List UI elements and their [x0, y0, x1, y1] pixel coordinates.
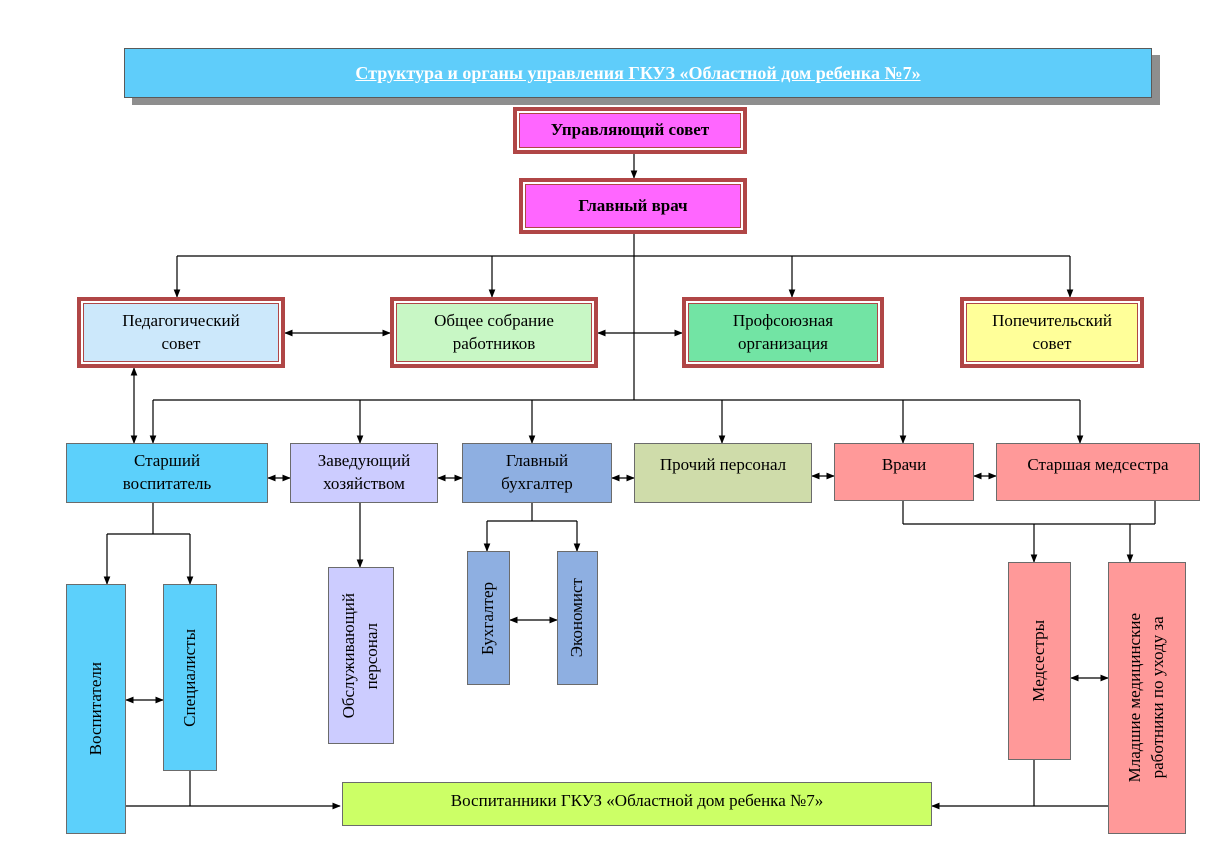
housekeeper-line-1: Заведующий [317, 451, 411, 471]
educators-box: Воспитатели [66, 584, 126, 834]
chief-accountant-line-2: бухгалтер [501, 474, 573, 493]
housekeeper-box: Заведующий хозяйством [290, 443, 438, 503]
junior-staff-line-1: Младшие медицинские [1125, 613, 1145, 783]
doctors-box: Врачи [834, 443, 974, 501]
trustee-council-box: Попечительский совет [960, 297, 1144, 368]
general-meeting-line-2: работников [452, 333, 536, 353]
housekeeper-line-2: хозяйством [323, 474, 405, 493]
union-line-2: организация [738, 333, 828, 353]
chief-doctor-label: Главный врач [578, 195, 688, 215]
senior-educator-box: Старший воспитатель [66, 443, 268, 503]
nurses-box: Медсестры [1008, 562, 1071, 760]
educators-label: Воспитатели [85, 662, 105, 756]
head-nurse-label: Старшая медсестра [1027, 455, 1169, 474]
service-staff-line-1: Обслуживающий [339, 592, 359, 719]
ped-council-line-1: Педагогический [122, 310, 240, 330]
pupils-box: Воспитанники ГКУЗ «Областной дом ребенка… [342, 782, 932, 826]
senior-educator-line-1: Старший [133, 451, 201, 471]
other-staff-box: Прочий персонал [634, 443, 812, 503]
other-staff-label: Прочий персонал [659, 455, 787, 474]
head-nurse-box: Старшая медсестра [996, 443, 1200, 501]
chart-title: Структура и органы управления ГКУЗ «Обла… [355, 62, 921, 83]
chief-doctor-box: Главный врач [519, 178, 747, 234]
accountant-box: Бухгалтер [467, 551, 510, 685]
accountant-label: Бухгалтер [478, 581, 498, 655]
ped-council-line-2: совет [161, 333, 201, 353]
chart-title-box: Структура и органы управления ГКУЗ «Обла… [124, 48, 1152, 98]
board-box: Управляющий совет [513, 107, 747, 154]
economist-label: Экономист [567, 578, 587, 658]
trustee-council-line-1: Попечительский [992, 310, 1112, 330]
service-staff-line-2: персонал [362, 622, 381, 689]
doctors-label: Врачи [881, 455, 927, 474]
service-staff-box: Обслуживающий персонал [328, 567, 394, 744]
trustee-council-line-2: совет [1032, 333, 1072, 353]
nurses-label: Медсестры [1029, 620, 1049, 702]
chief-accountant-box: Главный бухгалтер [462, 443, 612, 503]
senior-educator-line-2: воспитатель [122, 474, 212, 493]
union-line-1: Профсоюзная [732, 310, 834, 330]
general-meeting-box: Общее собрание работников [390, 297, 598, 368]
union-box: Профсоюзная организация [682, 297, 884, 368]
junior-staff-line-2: работники по уходу за [1148, 616, 1167, 780]
general-meeting-line-1: Общее собрание [434, 310, 554, 330]
ped-council-box: Педагогический совет [77, 297, 285, 368]
pupils-label: Воспитанники ГКУЗ «Областной дом ребенка… [450, 791, 824, 810]
specialists-box: Специалисты [163, 584, 217, 771]
economist-box: Экономист [557, 551, 598, 685]
specialists-label: Специалисты [179, 628, 199, 727]
chief-accountant-line-1: Главный [505, 451, 569, 471]
board-label: Управляющий совет [550, 120, 710, 140]
junior-staff-box: Младшие медицинские работники по уходу з… [1108, 562, 1186, 834]
